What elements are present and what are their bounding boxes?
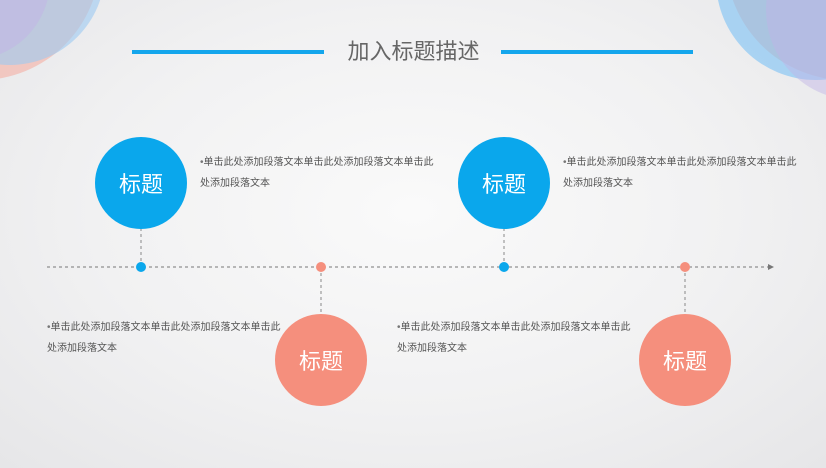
bullet-marker: • [200, 157, 204, 168]
bullet-marker: • [397, 322, 401, 333]
timeline-dot-1 [136, 262, 146, 272]
milestone-1-label: 标题 [118, 172, 163, 197]
milestone-4-label: 标题 [662, 349, 707, 374]
milestone-1-text: 单击此处添加段落文本单击此处添加段落文本单击此处添加段落文本 [200, 157, 434, 189]
timeline-dot-2 [316, 262, 326, 272]
corner-decoration-right [696, 0, 826, 100]
milestone-3-text: 单击此处添加段落文本单击此处添加段落文本单击此处添加段落文本 [563, 157, 797, 189]
milestone-4-circle[interactable]: 标题 [639, 314, 731, 406]
corner-decoration-left [0, 0, 130, 100]
milestone-2-label: 标题 [298, 349, 343, 374]
milestone-4-description[interactable]: •单击此处添加段落文本单击此处添加段落文本单击此处添加段落文本 [397, 317, 637, 359]
milestone-2-description[interactable]: •单击此处添加段落文本单击此处添加段落文本单击此处添加段落文本 [47, 317, 287, 359]
milestone-3-description[interactable]: •单击此处添加段落文本单击此处添加段落文本单击此处添加段落文本 [563, 152, 803, 194]
milestone-2-circle[interactable]: 标题 [275, 314, 367, 406]
timeline-arrowhead [768, 264, 774, 270]
milestone-3-circle[interactable]: 标题 [458, 137, 550, 229]
bullet-marker: • [563, 157, 567, 168]
bullet-marker: • [47, 322, 51, 333]
milestone-1-circle[interactable]: 标题 [95, 137, 187, 229]
timeline-dot-3 [499, 262, 509, 272]
timeline-dot-4 [680, 262, 690, 272]
header-rule-right [501, 50, 693, 54]
milestone-1-description[interactable]: •单击此处添加段落文本单击此处添加段落文本单击此处添加段落文本 [200, 152, 440, 194]
milestone-4-text: 单击此处添加段落文本单击此处添加段落文本单击此处添加段落文本 [397, 322, 631, 354]
slide-title: 加入标题描述 [347, 39, 480, 64]
milestone-2-text: 单击此处添加段落文本单击此处添加段落文本单击此处添加段落文本 [47, 322, 281, 354]
header-rule-left [132, 50, 324, 54]
milestone-3-label: 标题 [481, 172, 526, 197]
